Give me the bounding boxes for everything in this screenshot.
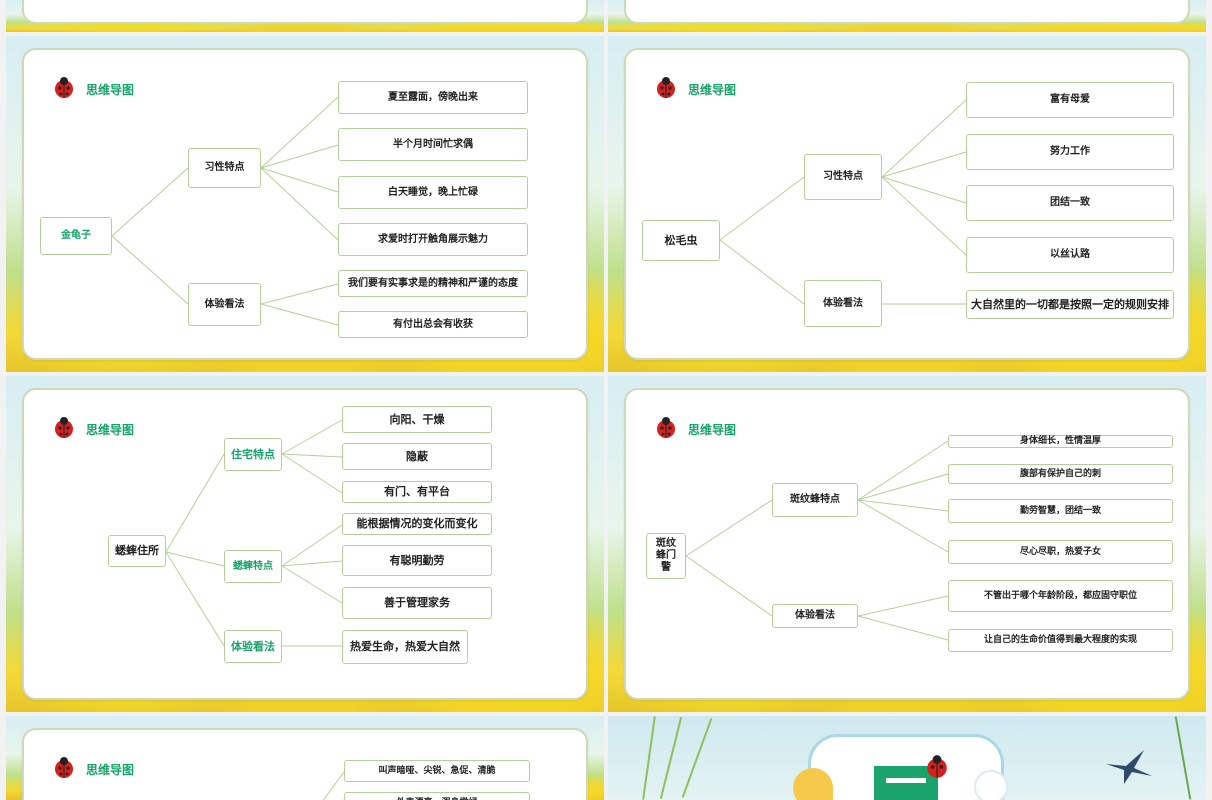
vine — [1174, 716, 1192, 800]
butterfly-decoration — [793, 768, 833, 800]
leaf-node: 身体细长，性情温厚 — [948, 435, 1173, 448]
leaf-node: 让自己的生命价值得到最大程度的实现 — [948, 629, 1173, 652]
ladybug-icon — [55, 77, 73, 98]
ladybug-icon — [657, 417, 675, 438]
leaf-node: 隐蔽 — [342, 443, 492, 470]
leaf-node: 勤劳智慧，团结一致 — [948, 499, 1173, 523]
branch-node-experience: 体验看法 — [224, 630, 282, 663]
branch-node-features: 斑纹蜂特点 — [772, 483, 858, 517]
leaf-node: 叫声暗哑、尖锐、急促、清脆 — [344, 760, 530, 782]
slide-card: 思维导图 叫声暗哑、尖锐、急促、清脆 外表漂亮、浑身嫩绿 — [22, 728, 588, 800]
slide-label: 思维导图 — [86, 83, 135, 97]
leaf-node: 以丝认路 — [966, 237, 1174, 273]
ladybug-icon — [55, 757, 73, 778]
leaf-node: 不管出于哪个年龄阶段，都应固守职位 — [948, 580, 1173, 612]
leaf-node: 半个月时间忙求偶 — [338, 128, 528, 161]
branch-node-experience: 体验看法 — [188, 283, 261, 326]
branch-node-habits: 习性特点 — [804, 154, 882, 200]
branch-node-habits: 习性特点 — [188, 148, 261, 188]
root-node: 蟋蟀住所 — [108, 535, 166, 567]
swallow-icon — [1106, 750, 1152, 784]
branch-node-housing: 住宅特点 — [224, 438, 282, 471]
leaf-node: 有门、有平台 — [342, 481, 492, 503]
willow-branch — [642, 716, 656, 800]
slide-card — [22, 0, 588, 24]
root-node: 松毛虫 — [642, 220, 720, 261]
leaf-node: 团结一致 — [966, 185, 1174, 221]
leaf-node: 求爱时打开触角展示魅力 — [338, 223, 528, 256]
cover-badge-line — [886, 778, 926, 783]
slide-label: 思维导图 — [86, 423, 135, 437]
leaf-node: 努力工作 — [966, 134, 1174, 170]
leaf-node: 善于管理家务 — [342, 587, 492, 619]
slide-card: 思维导图 蟋蟀住所 住宅特点 蟋蟀特点 体验看法 向阳、干燥 隐蔽 有门、有平台… — [22, 388, 588, 700]
slide-label: 思维导图 — [688, 423, 737, 437]
leaf-node: 尽心尽职，热爱子女 — [948, 540, 1173, 564]
connector-lines — [322, 771, 345, 800]
root-node: 斑纹蜂门警 — [646, 533, 686, 579]
connector-lines — [685, 440, 949, 641]
willow-branch — [681, 718, 713, 798]
connector-lines — [719, 99, 967, 305]
leaf-node: 富有母爱 — [966, 82, 1174, 118]
leaf-node: 外表漂亮、浑身嫩绿 — [344, 792, 530, 800]
slide-partial-bottom-left[interactable]: 思维导图 叫声暗哑、尖锐、急促、清脆 外表漂亮、浑身嫩绿 — [6, 716, 604, 800]
slide-songmaochong[interactable]: 思维导图 松毛虫 习性特点 体验看法 富有母爱 努力工作 团结一致 以丝认路 大… — [608, 36, 1206, 372]
leaf-node: 热爱生命，热爱大自然 — [342, 630, 468, 664]
ladybug-icon — [927, 755, 947, 778]
leaf-node: 向阳、干燥 — [342, 406, 492, 433]
connector-lines — [165, 419, 343, 647]
connector-lines — [111, 96, 339, 326]
leaf-node: 白天睡觉，晚上忙碌 — [338, 176, 528, 209]
leaf-node: 夏至露面，傍晚出来 — [338, 81, 528, 114]
root-node: 金龟子 — [40, 217, 112, 255]
leaf-node: 腹部有保护自己的刺 — [948, 464, 1173, 484]
branch-node-experience: 体验看法 — [804, 280, 882, 327]
ladybug-icon — [55, 417, 73, 438]
slide-card: 思维导图 松毛虫 习性特点 体验看法 富有母爱 努力工作 团结一致 以丝认路 大… — [624, 48, 1190, 360]
slide-partial-bottom-right[interactable] — [608, 716, 1206, 800]
willow-branch — [659, 717, 683, 799]
slide-card: 思维导图 金龟子 习性特点 体验看法 夏至露面，傍晚出来 半个月时间忙求偶 白天… — [22, 48, 588, 360]
slide-xishuai[interactable]: 思维导图 蟋蟀住所 住宅特点 蟋蟀特点 体验看法 向阳、干燥 隐蔽 有门、有平台… — [6, 376, 604, 712]
slide-jinguizi[interactable]: 思维导图 金龟子 习性特点 体验看法 夏至露面，傍晚出来 半个月时间忙求偶 白天… — [6, 36, 604, 372]
slide-card: 思维导图 斑纹蜂门警 斑纹蜂特点 体验看法 身体细长，性情温厚 腹部有保护自己的… — [624, 388, 1190, 700]
cover-badge — [874, 766, 938, 800]
leaf-node: 能根据情况的变化而变化 — [342, 513, 492, 535]
ladybug-icon — [657, 77, 675, 98]
branch-node-cricket: 蟋蟀特点 — [224, 550, 282, 583]
slide-label: 思维导图 — [688, 83, 737, 97]
leaf-node: 大自然里的一切都是按照一定的规则安排 — [966, 290, 1174, 319]
slide-card — [624, 0, 1190, 24]
slide-top-left[interactable] — [6, 0, 604, 32]
slide-banwenfeng[interactable]: 思维导图 斑纹蜂门警 斑纹蜂特点 体验看法 身体细长，性情温厚 腹部有保护自己的… — [608, 376, 1206, 712]
branch-node-experience: 体验看法 — [772, 604, 858, 628]
slide-top-right[interactable] — [608, 0, 1206, 32]
slide-label: 思维导图 — [86, 763, 135, 777]
leaf-node: 我们要有实事求是的精神和严谨的态度 — [338, 270, 528, 297]
flower-decoration — [976, 772, 1006, 800]
leaf-node: 有聪明勤劳 — [342, 545, 492, 576]
leaf-node: 有付出总会有收获 — [338, 311, 528, 338]
